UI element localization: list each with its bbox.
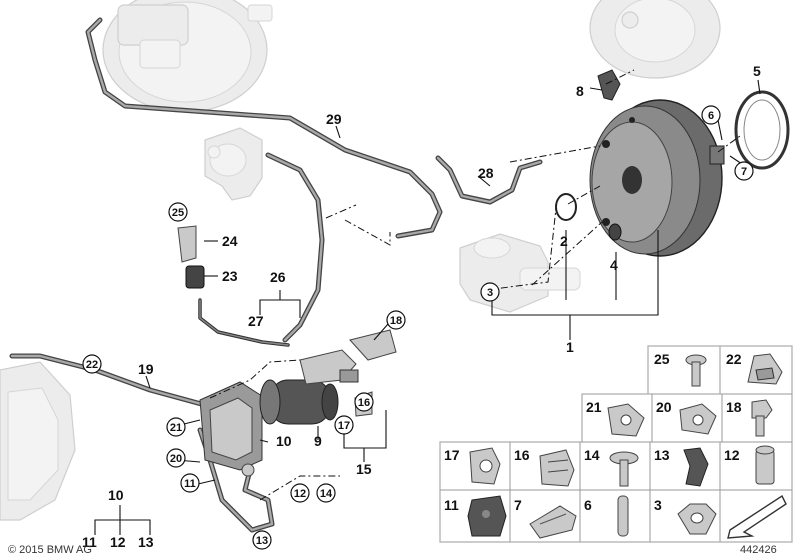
callout-23: 23 [222, 268, 238, 284]
grid-part-16-holder [539, 449, 575, 487]
callout-28: 28 [478, 165, 494, 181]
callout-g13: 13 [138, 534, 154, 550]
callout-4: 4 [610, 257, 618, 273]
callout-24: 24 [222, 233, 238, 249]
ghost-brake-booster-top-right [589, 0, 721, 79]
grid-label-25: 25 [654, 351, 670, 367]
grid-part-11-grommet [467, 495, 507, 537]
callout-12: 12 [294, 488, 306, 500]
callout-18: 18 [390, 315, 402, 327]
callout-3: 3 [487, 287, 493, 299]
grid-part-17-clip [469, 447, 501, 485]
callout-20: 20 [170, 453, 182, 465]
callout-10: 10 [276, 433, 292, 449]
grid-part-22-clip [747, 353, 783, 385]
part-2-o-ring [555, 193, 577, 221]
grid-label-6: 6 [584, 497, 592, 513]
ghost-brake-booster-top-left [102, 0, 273, 113]
grid-label-22: 22 [726, 351, 742, 367]
callout-11: 11 [184, 478, 196, 490]
callout-29: 29 [326, 111, 342, 127]
callout-5: 5 [753, 63, 761, 79]
grid-label-11: 11 [444, 497, 459, 513]
grid-label-17: 17 [444, 447, 460, 463]
callout-21: 21 [170, 422, 182, 434]
diagram-number: 442426 [740, 544, 777, 556]
grid-part-21-clip [607, 403, 645, 437]
grid-label-3: 3 [654, 497, 662, 513]
grid-arrow-icon [727, 494, 787, 539]
callout-8: 8 [576, 83, 584, 99]
callout-g11: 11 [82, 534, 97, 550]
grid-part-13-clip [683, 447, 709, 487]
part-8-sensor [597, 69, 621, 101]
pipe-28 [435, 155, 543, 205]
callout-10b: 10 [108, 487, 124, 503]
callout-7: 7 [741, 166, 747, 178]
pipe-29 [85, 17, 443, 239]
brake-booster [589, 99, 725, 257]
callout-16: 16 [358, 397, 370, 409]
grid-part-14-nut [609, 451, 639, 487]
grid-label-14: 14 [584, 447, 600, 463]
leader-lines [94, 79, 761, 535]
grid-part-7-clip [529, 505, 577, 539]
part-5-gasket [734, 90, 790, 170]
callout-9: 9 [314, 433, 322, 449]
callout-22: 22 [86, 359, 98, 371]
grid-part-12-sleeve [755, 445, 775, 485]
grid-label-20: 20 [656, 399, 672, 415]
grid-part-6-pin [617, 495, 629, 537]
circled-callouts: 6 7 3 25 18 22 21 20 11 12 14 13 16 17 [82, 105, 754, 550]
pipe-13 [197, 427, 275, 533]
callout-27: 27 [248, 313, 264, 329]
callout-2: 2 [560, 233, 568, 249]
copyright-text: © 2015 BMW AG [8, 544, 92, 556]
callout-labels: 29 28 8 5 2 4 1 24 23 26 27 19 10 9 15 1… [82, 63, 761, 550]
callout-g12: 12 [110, 534, 126, 550]
grid-label-7: 7 [514, 497, 522, 513]
grid-part-18-bolt [751, 399, 773, 437]
dashed-lines [209, 69, 741, 501]
callout-25: 25 [172, 207, 184, 219]
ghost-vacuum-pump [204, 127, 263, 201]
grid-label-21: 21 [586, 399, 602, 415]
grid-label-13: 13 [654, 447, 670, 463]
hose-27 [198, 152, 325, 347]
callout-15: 15 [356, 461, 372, 477]
grid-part-20-clip [679, 403, 717, 435]
callout-19: 19 [138, 361, 154, 377]
callout-1: 1 [566, 339, 574, 355]
callout-26: 26 [270, 269, 286, 285]
ghost-intake-box [0, 361, 76, 521]
callout-6: 6 [708, 110, 714, 122]
part-4-seal [608, 223, 622, 241]
parts-grid: 25 22 21 20 18 17 16 14 13 12 11 7 6 3 [439, 345, 793, 543]
grid-part-25-bolt [685, 354, 707, 387]
callout-13: 13 [256, 535, 268, 547]
grid-part-3-nut [677, 503, 717, 535]
callout-14: 14 [320, 488, 333, 500]
part-24-bracket [177, 225, 197, 263]
callout-17: 17 [338, 420, 350, 432]
grid-label-18: 18 [726, 399, 742, 415]
part-23-connector [185, 265, 205, 289]
grid-label-12: 12 [724, 447, 740, 463]
grid-label-16: 16 [514, 447, 530, 463]
vacuum-pump-assembly [199, 329, 397, 477]
